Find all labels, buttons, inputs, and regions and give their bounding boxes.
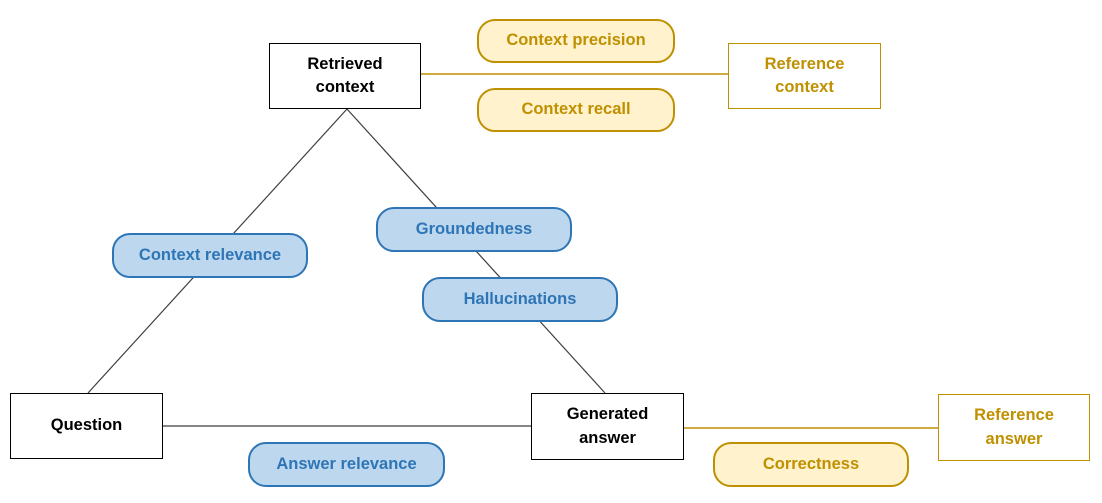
metric-answer-relevance-label: Answer relevance (276, 454, 417, 473)
metric-answer-relevance: Answer relevance (248, 442, 445, 487)
metric-correctness: Correctness (713, 442, 909, 487)
node-retrieved-context: Retrieved context (269, 43, 421, 109)
node-generated-answer-label: Generated answer (566, 405, 649, 447)
node-reference-answer: Reference answer (938, 394, 1090, 461)
metric-context-precision: Context precision (477, 19, 675, 63)
metric-context-relevance: Context relevance (112, 233, 308, 278)
node-generated-answer: Generated answer (531, 393, 684, 460)
metric-context-recall: Context recall (477, 88, 675, 132)
metric-groundedness: Groundedness (376, 207, 572, 252)
metric-correctness-label: Correctness (762, 454, 860, 473)
metric-context-precision-label: Context precision (506, 31, 646, 50)
node-question-label: Question (50, 416, 123, 435)
metric-groundedness-label: Groundedness (415, 219, 533, 238)
node-retrieved-context-label: Retrieved context (307, 54, 383, 96)
metric-context-relevance-label: Context relevance (138, 245, 282, 264)
metric-hallucinations-label: Hallucinations (463, 289, 577, 308)
metric-context-recall-label: Context recall (521, 100, 631, 119)
metric-hallucinations: Hallucinations (422, 277, 618, 322)
node-reference-context-label: Reference context (764, 54, 845, 96)
node-reference-context: Reference context (728, 43, 881, 109)
node-question: Question (10, 393, 163, 459)
node-reference-answer-label: Reference answer (974, 406, 1054, 448)
